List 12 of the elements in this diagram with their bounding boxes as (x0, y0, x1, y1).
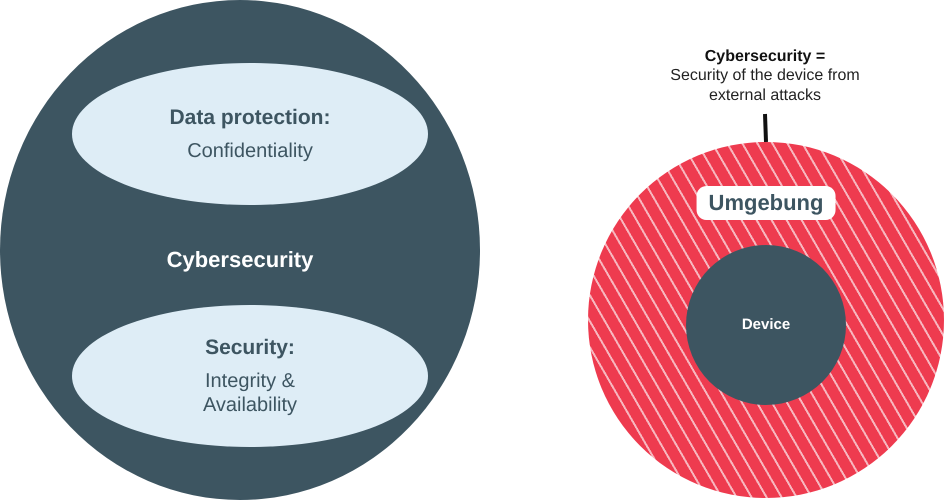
inner-circle (686, 245, 846, 405)
note-text: Security of the device from external attacks (669, 66, 861, 105)
circle-label: Cybersecurity (166, 246, 314, 274)
oval-text: Integrity & Availability (202, 368, 298, 417)
leader-line (763, 114, 768, 142)
circle-label: Device (742, 316, 790, 334)
oval-text: Confidentiality (187, 138, 313, 163)
oval-heading: Data protection: (169, 105, 330, 131)
note-heading: Cybersecurity = (704, 47, 826, 66)
oval-heading: Security: (205, 335, 295, 361)
environment-label: Umgebung (696, 186, 836, 220)
outer-circle (0, 0, 480, 500)
